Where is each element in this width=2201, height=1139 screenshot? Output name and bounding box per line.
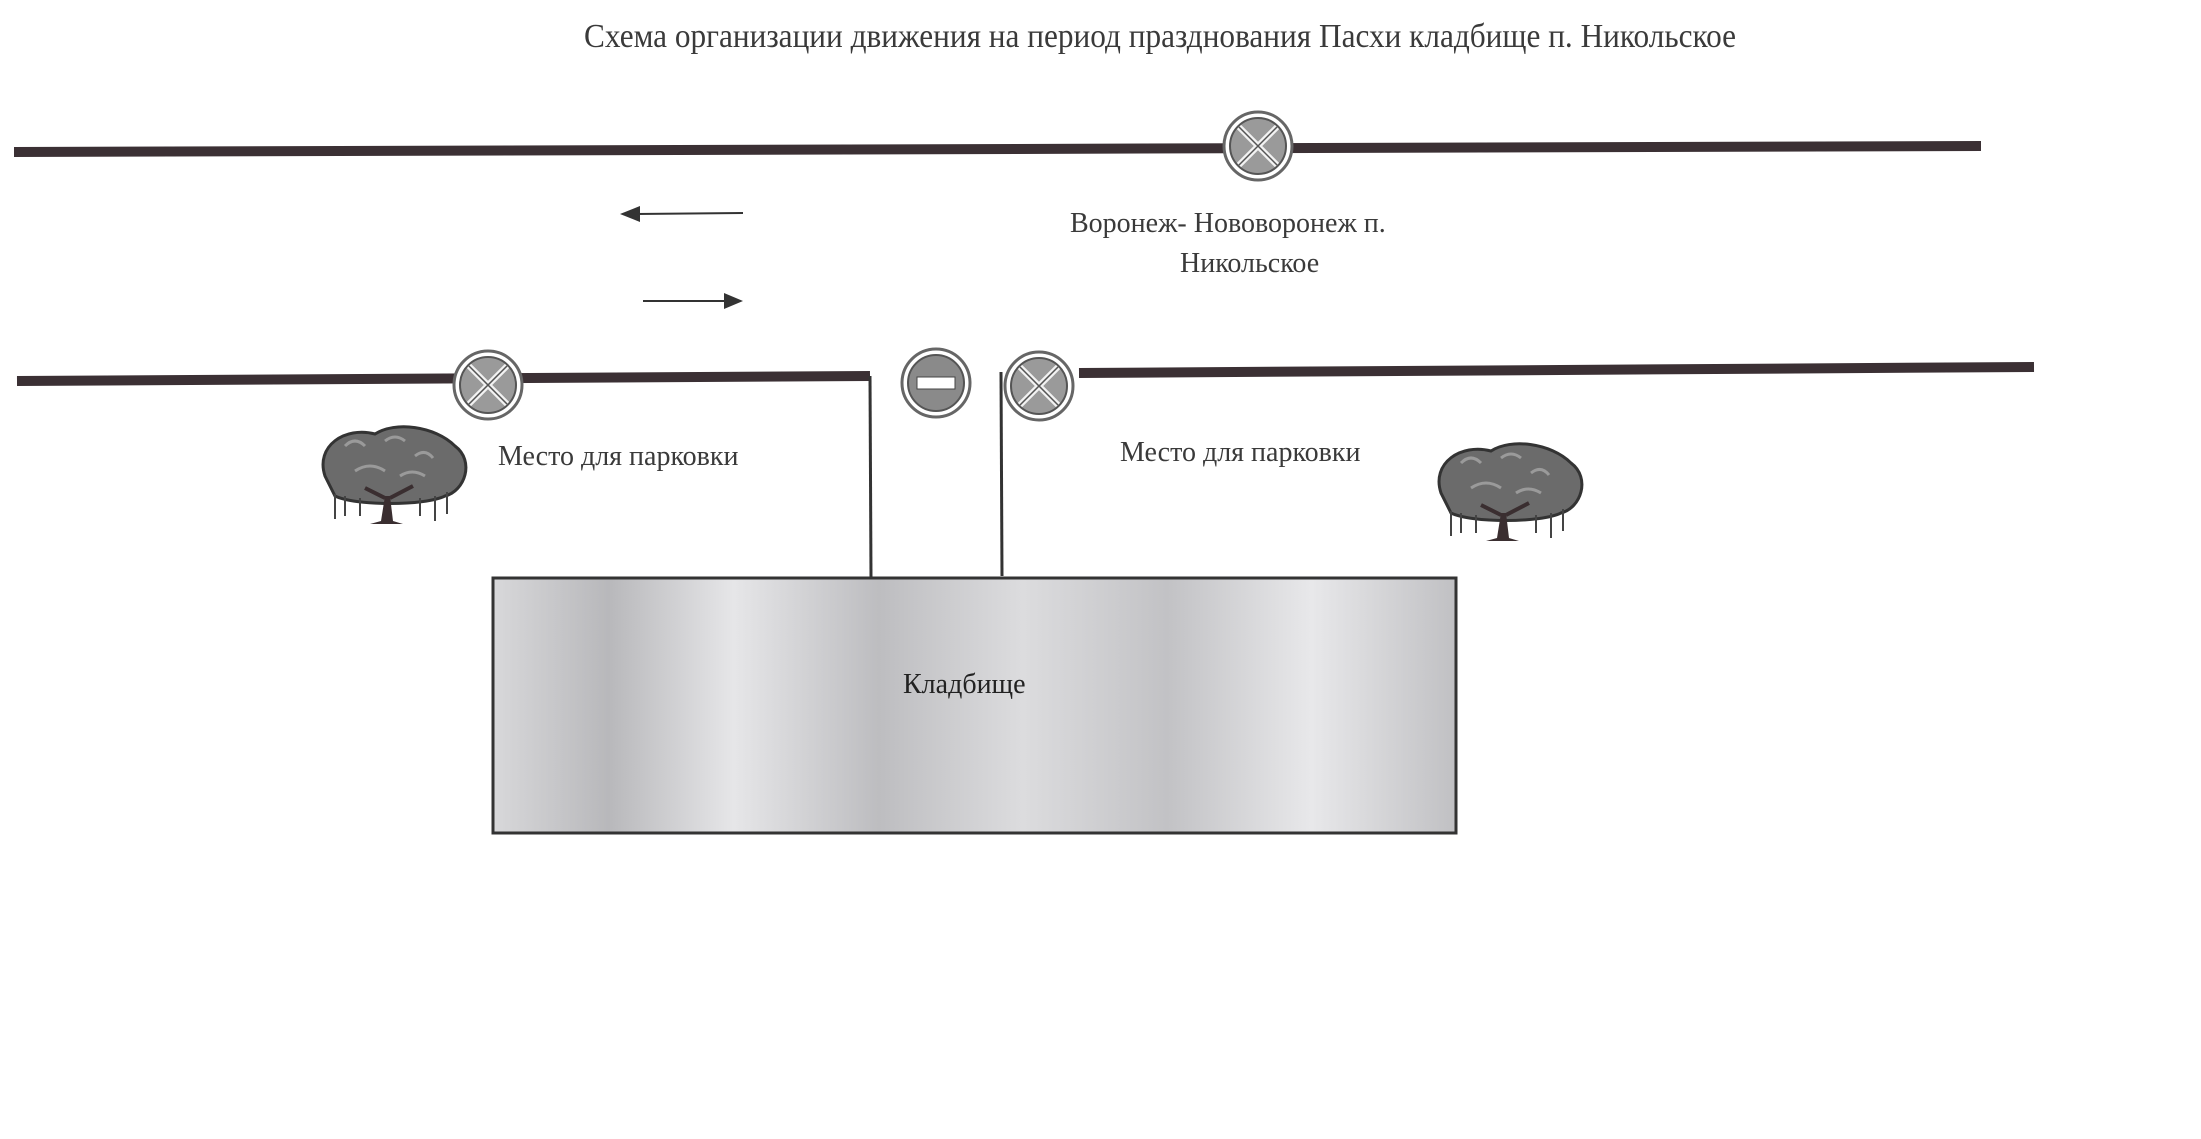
access-lane-left: [868, 375, 873, 579]
no-entry-sign: [900, 347, 972, 419]
cemetery-area: [491, 576, 1458, 835]
road-bottom-right: [1078, 362, 2035, 378]
no-stopping-sign-top: [1224, 112, 1292, 180]
no-stopping-sign-right: [1005, 352, 1073, 420]
cemetery-label: Кладбище: [903, 669, 1026, 700]
arrow-right-icon: [643, 293, 743, 309]
road-label-line2: Никольское: [1180, 248, 1320, 279]
parking-label-left: Место для парковки: [498, 441, 739, 472]
tree-icon-left: [321, 424, 468, 526]
arrow-left-icon: [620, 206, 744, 222]
access-lane-right: [999, 371, 1004, 577]
tree-icon-right: [1437, 441, 1584, 543]
road-bottom-left: [16, 371, 871, 386]
parking-label-right: Место для парковки: [1120, 437, 1361, 468]
road-top: [13, 141, 1982, 157]
road-label-line1: Воронеж- Нововоронеж п.: [1070, 208, 1386, 239]
diagram-title: Схема организации движения на период пра…: [583, 18, 1737, 55]
no-stopping-sign-left: [454, 351, 522, 419]
